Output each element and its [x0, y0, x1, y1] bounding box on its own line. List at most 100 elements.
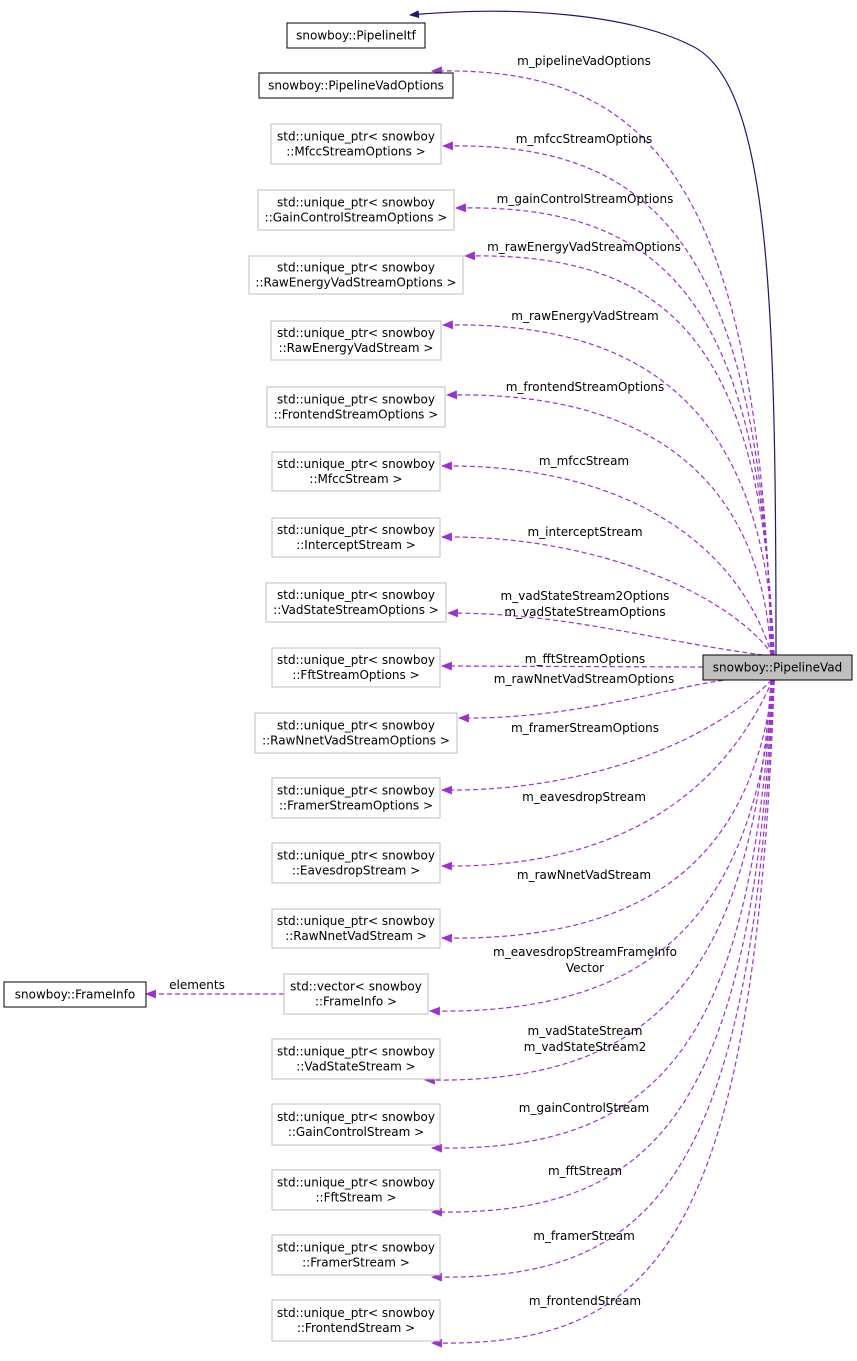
usage-edge-m-eavesdropstream [440, 679, 774, 871]
node-rawenergyvadstream[interactable]: std::unique_ptr< snowboy::RawEnergyVadSt… [270, 320, 442, 361]
node-pipelinevadoptions-label: snowboy::PipelineVadOptions [268, 79, 444, 93]
node-pipeline-vad-label: snowboy::PipelineVad [713, 661, 843, 675]
node-mfccstream[interactable]: std::unique_ptr< snowboy::MfccStream > [271, 451, 441, 492]
node-vadstatestream2options-box [265, 582, 447, 623]
node-rawenergyvadstreamoptions-label: std::unique_ptr< snowboy [277, 261, 435, 275]
usage-edge-m-mfccstreamoptions [441, 141, 773, 656]
node-framerstreamoptions-box [271, 777, 441, 819]
node-pipeline-itf-box [286, 22, 426, 49]
edge-label-m-fftstreamoptions: m_fftStreamOptions [525, 652, 645, 666]
edge-label-m-mfccstream: m_mfccStream [539, 454, 629, 468]
node-eavesdropstreamframeinfo-label: std::vector< snowboy [290, 980, 422, 994]
node-pipeline-itf[interactable]: snowboy::PipelineItf [286, 22, 426, 49]
node-eavesdropstreamframeinfo-box [283, 973, 429, 1015]
node-gaincontrolstreamoptions[interactable]: std::unique_ptr< snowboy::GainControlStr… [257, 189, 455, 231]
edge-label-m-framerstreamoptions: m_framerStreamOptions [511, 721, 659, 735]
edge-label-m-frontendstreamoptions: m_frontendStreamOptions [506, 380, 665, 394]
node-framerstream-label: ::FramerStream > [302, 1256, 410, 1270]
node-framerstream-label: std::unique_ptr< snowboy [277, 1241, 435, 1255]
node-frame-info-label: snowboy::FrameInfo [15, 988, 135, 1002]
node-rawenergyvadstreamoptions[interactable]: std::unique_ptr< snowboy::RawEnergyVadSt… [248, 255, 464, 295]
edge-label-m-gaincontrolstream: m_gainControlStream [519, 1101, 649, 1115]
node-vadstatestream[interactable]: std::unique_ptr< snowboy::VadStateStream… [271, 1038, 441, 1080]
usage-edge-m-mfccstream [440, 461, 773, 656]
usage-edge-m-framerstreamoptions [440, 679, 773, 795]
node-mfccstreamoptions-box [270, 123, 442, 165]
node-frontendstreamoptions-box [266, 386, 446, 428]
edge-label-m-pipelinevadoptions: m_pipelineVadOptions [517, 54, 651, 68]
node-frame-info[interactable]: snowboy::FrameInfo [3, 981, 147, 1008]
node-frontendstream[interactable]: std::unique_ptr< snowboy::FrontendStream… [271, 1299, 441, 1342]
edges-layer [144, 10, 777, 1348]
usage-edge-m-gaincontrolstream [430, 679, 773, 1153]
edge-label-m-gaincontrolstreamoptions: m_gainControlStreamOptions [497, 192, 674, 206]
node-pipeline-vad-box [702, 654, 853, 681]
edge-label-m-vadstatestream2options: m_vadStateStream2Options [501, 589, 670, 603]
edge-label-m-frontendstream: m_frontendStream [529, 1294, 641, 1308]
node-interceptstream-label: ::InterceptStream > [296, 538, 416, 552]
edge-label-m-vadstatestream: m_vadStateStream [528, 1024, 643, 1038]
node-fftstream-box [271, 1169, 441, 1211]
edge-label-m-fftstream: m_fftStream [548, 1164, 622, 1178]
node-frontendstream-box [271, 1299, 441, 1342]
node-fftstream[interactable]: std::unique_ptr< snowboy::FftStream > [271, 1169, 441, 1211]
node-interceptstream[interactable]: std::unique_ptr< snowboy::InterceptStrea… [271, 517, 441, 558]
node-mfccstream-label: ::MfccStream > [309, 472, 402, 486]
node-rawenergyvadstream-box [270, 320, 442, 361]
node-rawnnetvadstreamoptions-box [254, 712, 458, 754]
edge-label-m-rawenergyvadstream: m_rawEnergyVadStream [511, 309, 658, 323]
node-fftstreamoptions-label: std::unique_ptr< snowboy [277, 653, 435, 667]
node-rawnnetvadstreamoptions-label: std::unique_ptr< snowboy [277, 719, 435, 733]
node-mfccstream-label: std::unique_ptr< snowboy [277, 457, 435, 471]
node-eavesdropstreamframeinfo[interactable]: std::vector< snowboy::FrameInfo > [283, 973, 429, 1015]
node-eavesdropstream-label: std::unique_ptr< snowboy [277, 849, 435, 863]
edge-label-elements: elements [169, 978, 225, 992]
node-eavesdropstream[interactable]: std::unique_ptr< snowboy::EavesdropStrea… [271, 842, 441, 884]
edge-label-m-framerstream: m_framerStream [533, 1229, 635, 1243]
node-gaincontrolstream-box [271, 1103, 441, 1146]
edge-label-m-rawnnetvadstreamoptions: m_rawNnetVadStreamOptions [494, 672, 674, 686]
node-vadstatestream2options[interactable]: std::unique_ptr< snowboy::VadStateStream… [265, 582, 447, 623]
node-framerstreamoptions[interactable]: std::unique_ptr< snowboy::FramerStreamOp… [271, 777, 441, 819]
node-gaincontrolstream-label: std::unique_ptr< snowboy [277, 1110, 435, 1124]
usage-edge-m-framerstream [430, 679, 774, 1282]
node-frontendstreamoptions-label: std::unique_ptr< snowboy [277, 393, 435, 407]
node-mfccstream-box [271, 451, 441, 492]
node-gaincontrolstream[interactable]: std::unique_ptr< snowboy::GainControlStr… [271, 1103, 441, 1146]
node-framerstreamoptions-label: ::FramerStreamOptions > [279, 799, 433, 813]
edge-label-m-rawenergyvadstreamoptions: m_rawEnergyVadStreamOptions [487, 240, 681, 254]
node-interceptstream-label: std::unique_ptr< snowboy [277, 523, 435, 537]
node-fftstreamoptions-box [271, 647, 441, 688]
node-frontendstreamoptions[interactable]: std::unique_ptr< snowboy::FrontendStream… [266, 386, 446, 428]
node-rawnnetvadstreamoptions-label: ::RawNnetVadStreamOptions > [262, 734, 450, 748]
inheritance-edge [409, 10, 777, 656]
edge-label-m-rawnnetvadstream: m_rawNnetVadStream [517, 868, 651, 882]
node-pipeline-itf-label: snowboy::PipelineItf [296, 29, 416, 43]
node-gaincontrolstreamoptions-box [257, 189, 455, 231]
node-gaincontrolstreamoptions-label: ::GainControlStreamOptions > [265, 211, 448, 225]
node-eavesdropstreamframeinfo-label: ::FrameInfo > [315, 995, 397, 1009]
edge-label-vector: Vector [566, 961, 604, 975]
usage-edge-m-gaincontrolstreamoptions [454, 203, 774, 656]
usage-edge-m-rawenergyvadstream [441, 320, 775, 656]
usage-edge-m-vadstatestream2options [446, 608, 764, 656]
usage-edge-m-frontendstreamoptions [445, 390, 772, 656]
node-fftstream-label: ::FftStream > [316, 1191, 397, 1205]
node-frame-info-box [3, 981, 147, 1008]
node-mfccstreamoptions[interactable]: std::unique_ptr< snowboy::MfccStreamOpti… [270, 123, 442, 165]
node-vadstatestream-label: ::VadStateStream > [296, 1060, 415, 1074]
node-rawnnetvadstream[interactable]: std::unique_ptr< snowboy::RawNnetVadStre… [271, 908, 441, 949]
node-fftstreamoptions[interactable]: std::unique_ptr< snowboy::FftStreamOptio… [271, 647, 441, 688]
node-pipelinevadoptions[interactable]: snowboy::PipelineVadOptions [258, 72, 454, 99]
node-rawenergyvadstreamoptions-box [248, 255, 464, 295]
node-pipeline-vad: snowboy::PipelineVad [702, 654, 853, 681]
node-rawnnetvadstream-label: ::RawNnetVadStream > [285, 929, 427, 943]
edge-label-m-vadstatestream2: m_vadStateStream2 [524, 1040, 647, 1054]
node-fftstreamoptions-label: ::FftStreamOptions > [292, 668, 419, 682]
node-rawnnetvadstreamoptions[interactable]: std::unique_ptr< snowboy::RawNnetVadStre… [254, 712, 458, 754]
node-framerstream[interactable]: std::unique_ptr< snowboy::FramerStream > [271, 1234, 441, 1276]
node-mfccstreamoptions-label: std::unique_ptr< snowboy [277, 130, 435, 144]
node-rawenergyvadstream-label: ::RawEnergyVadStream > [279, 341, 434, 355]
usage-edge-m-vadstatestream [423, 679, 772, 1085]
